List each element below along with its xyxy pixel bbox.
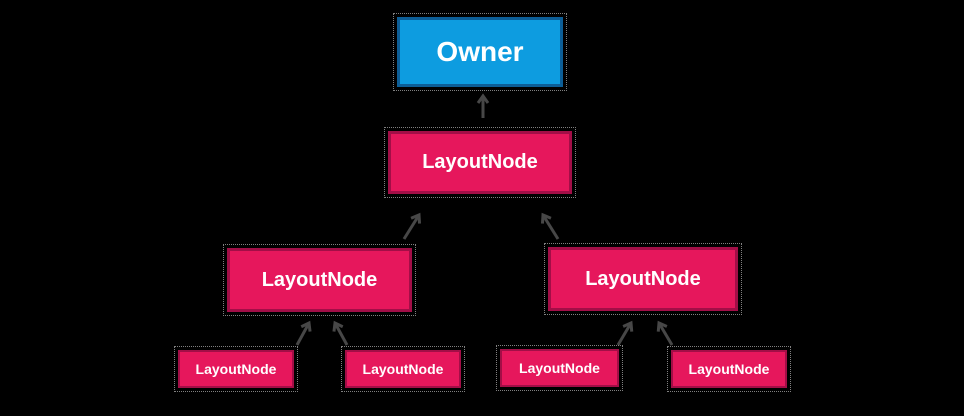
node-layoutnode-level2-left-label: LayoutNode bbox=[261, 268, 378, 291]
node-layoutnode-level2-left: LayoutNode bbox=[223, 244, 416, 316]
node-layoutnode-leaf-4: LayoutNode bbox=[667, 346, 791, 392]
node-owner: Owner bbox=[393, 13, 567, 91]
arrow-l2left-to-level1 bbox=[402, 212, 422, 240]
node-layoutnode-leaf-4-label: LayoutNode bbox=[688, 361, 770, 377]
arrow-leaf3-to-l2right bbox=[616, 320, 634, 346]
node-layoutnode-leaf-1-label: LayoutNode bbox=[195, 361, 277, 377]
arrow-l2right-to-level1 bbox=[540, 212, 560, 240]
arrow-leaf2-to-l2left bbox=[332, 320, 349, 346]
node-layoutnode-leaf-2: LayoutNode bbox=[341, 346, 465, 392]
node-layoutnode-leaf-3-label: LayoutNode bbox=[519, 360, 600, 376]
node-owner-label: Owner bbox=[436, 36, 524, 67]
node-layoutnode-level2-right-label: LayoutNode bbox=[585, 267, 701, 290]
node-layoutnode-leaf-3: LayoutNode bbox=[496, 345, 623, 391]
arrow-leaf1-to-l2left bbox=[295, 320, 312, 346]
node-layoutnode-level1: LayoutNode bbox=[384, 127, 576, 198]
node-layoutnode-leaf-1: LayoutNode bbox=[174, 346, 298, 392]
node-layoutnode-leaf-2-label: LayoutNode bbox=[362, 361, 444, 377]
node-layoutnode-level1-label: LayoutNode bbox=[422, 151, 538, 173]
node-layoutnode-level2-right: LayoutNode bbox=[544, 243, 742, 315]
arrow-leaf4-to-l2right bbox=[656, 320, 674, 346]
